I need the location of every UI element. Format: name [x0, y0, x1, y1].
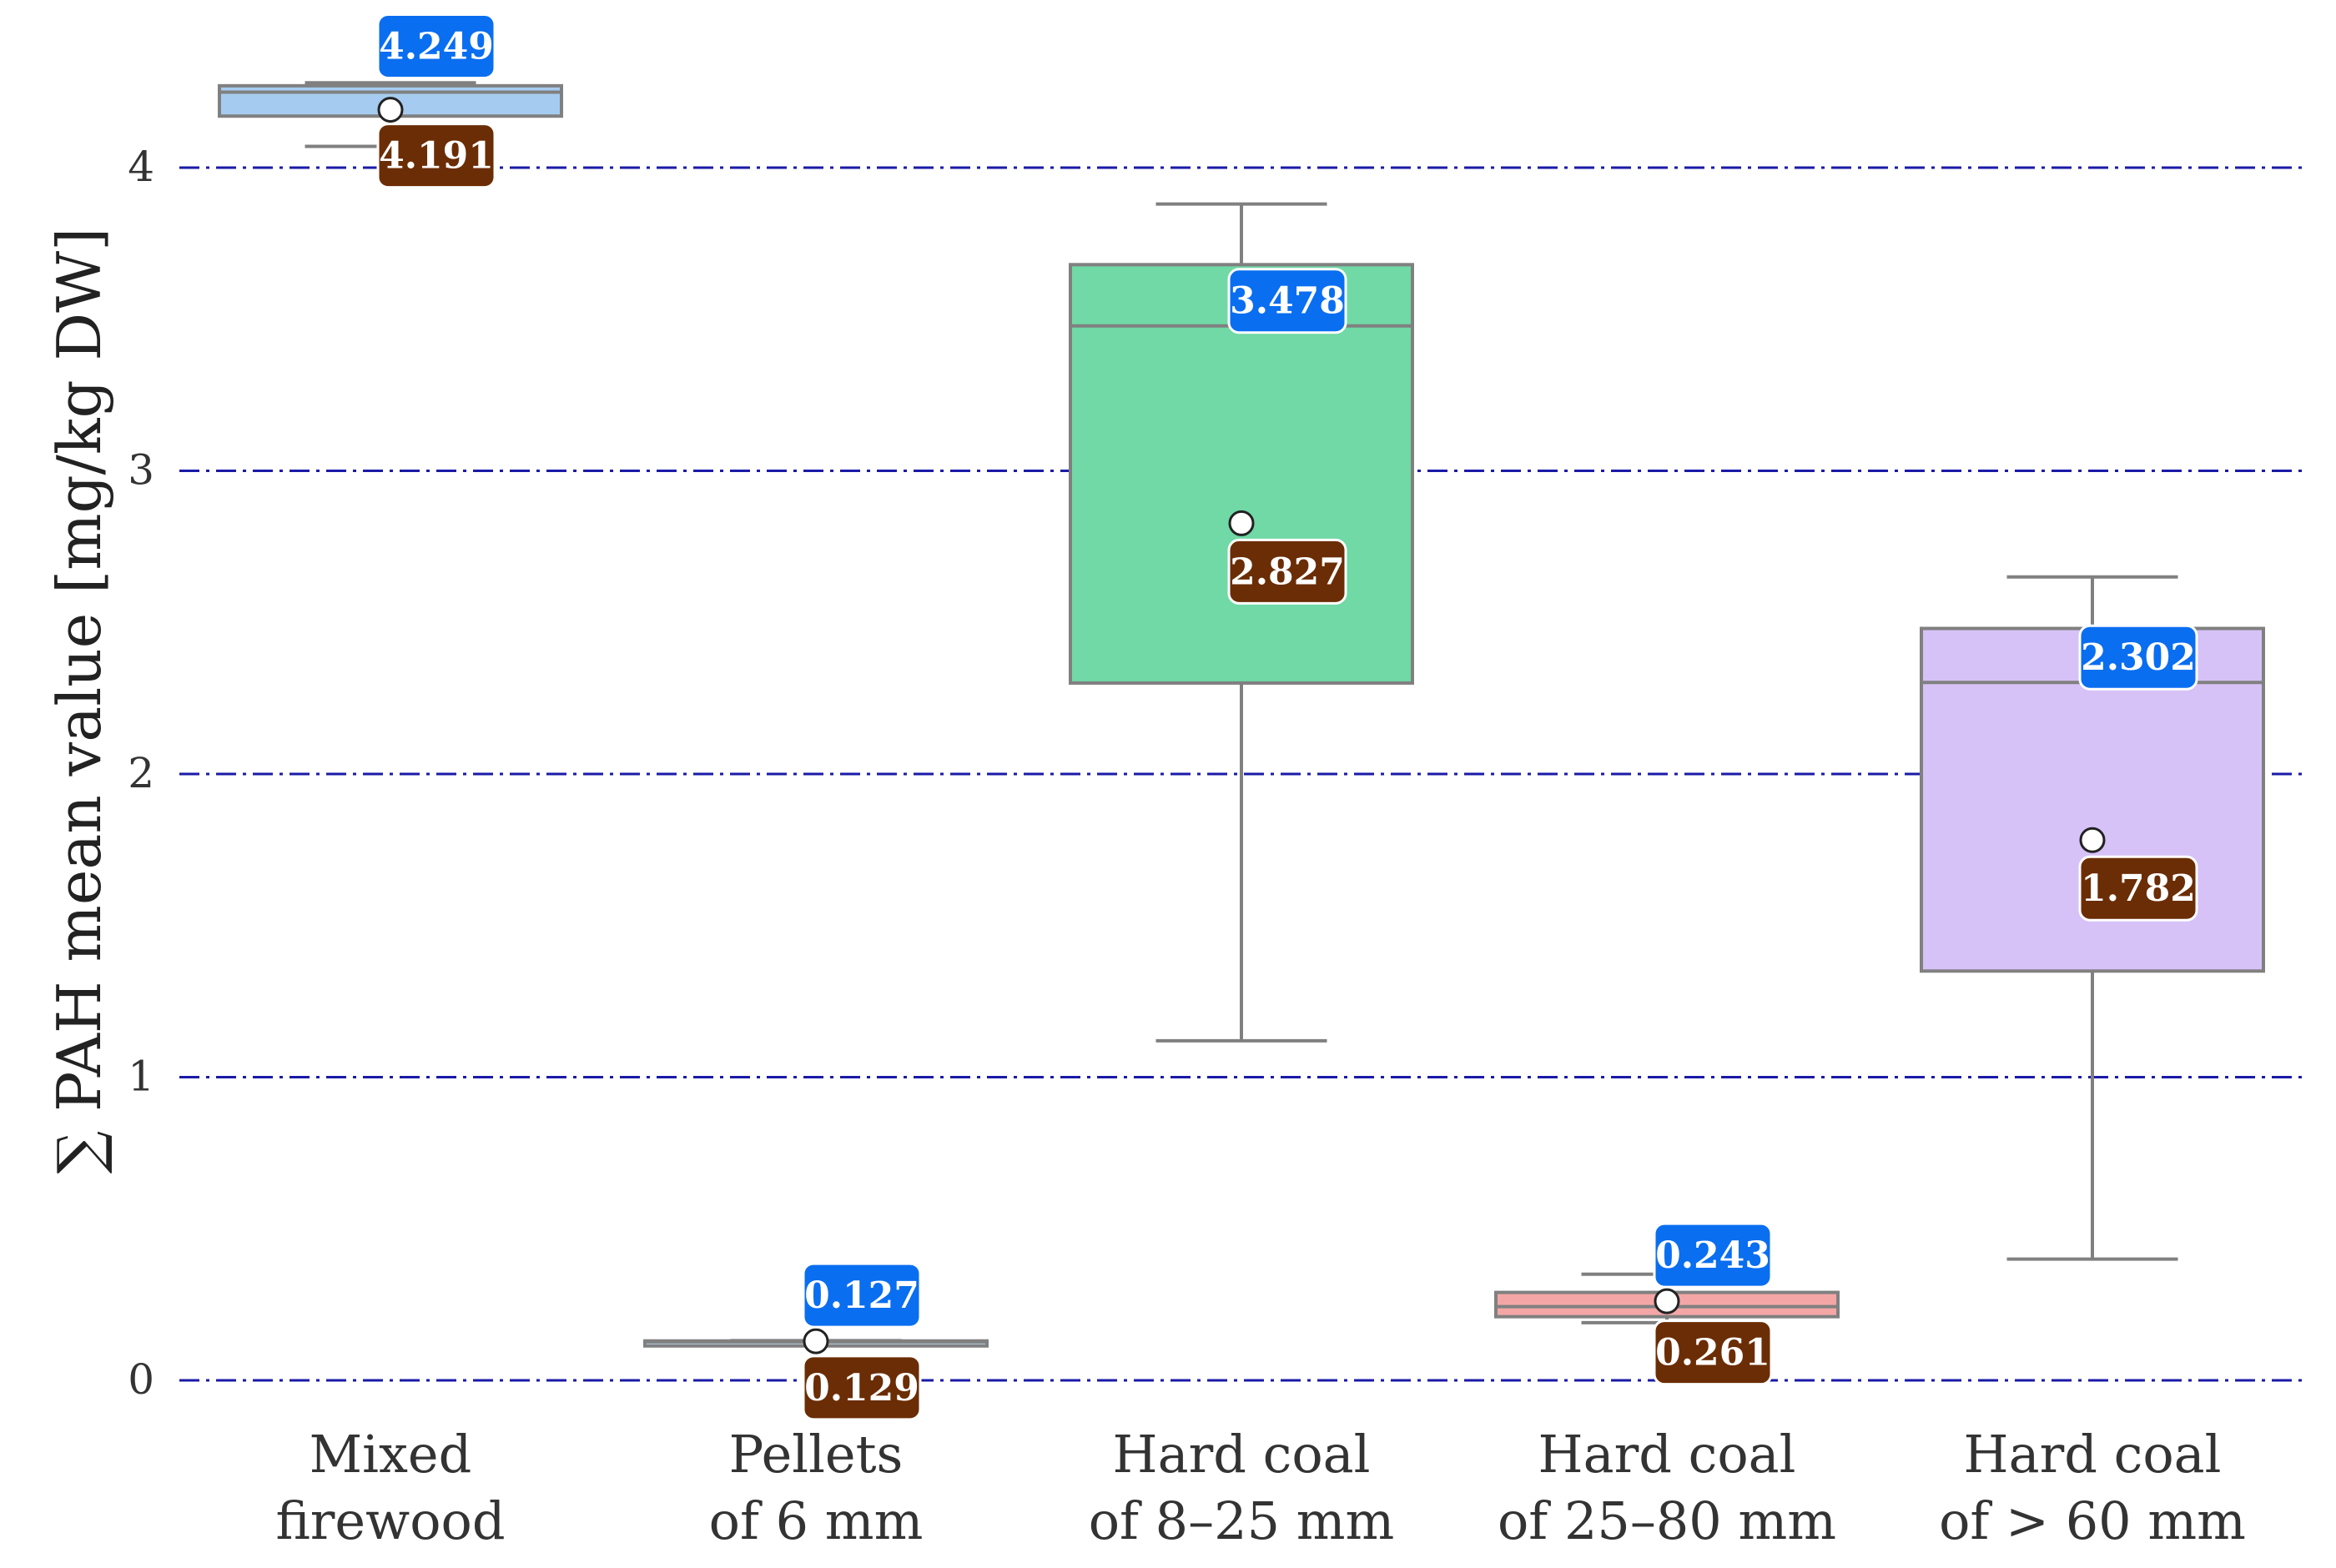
mean-badge-bg	[376, 123, 496, 189]
mean-badge-bg	[1227, 538, 1347, 605]
mean-badge-text: 0.129	[804, 1367, 919, 1410]
median-badge: 2.302	[2078, 624, 2198, 691]
y-tick-label: 1	[128, 1053, 154, 1101]
mean-marker	[1654, 1288, 1680, 1314]
category-label-line1: Hard coal	[1964, 1424, 2222, 1485]
mean-badge-text: 4.191	[379, 135, 494, 178]
box-group: 3.478 2.827	[1069, 202, 1414, 1043]
median-badge-bg	[1653, 1222, 1773, 1289]
mean-badge-text: 2.827	[1230, 550, 1345, 593]
box-group: 0.243 0.261	[1494, 1222, 1840, 1386]
median-badge: 0.127	[802, 1262, 922, 1329]
median-badge-text: 4.249	[379, 25, 494, 68]
median-badge-text: 0.127	[804, 1274, 919, 1317]
mean-badge-text: 1.782	[2081, 867, 2196, 910]
median-badge: 4.249	[376, 13, 496, 79]
y-axis-label: ∑ PAH mean value [mg/kg DW]	[44, 228, 114, 1174]
mean-badge-text: 0.261	[1655, 1332, 1770, 1375]
mean-badge: 0.129	[802, 1354, 922, 1421]
category-label-line2: of > 60 mm	[1939, 1490, 2246, 1551]
box-group: 0.127 0.129	[643, 1262, 989, 1421]
category-label-line2: of 8–25 mm	[1089, 1490, 1395, 1551]
median-badge-text: 2.302	[2081, 636, 2196, 679]
y-tick-label: 3	[128, 446, 154, 495]
y-tick-labels: 0 1 2 3 4	[128, 143, 154, 1404]
median-badge: 3.478	[1227, 268, 1347, 334]
box-group: 2.302 1.782	[1920, 575, 2265, 1261]
median-badge-bg	[1227, 268, 1347, 334]
box-group: 4.249 4.191	[218, 13, 563, 189]
mean-badge-bg	[2078, 855, 2198, 922]
category-label-line1: Hard coal	[1113, 1424, 1371, 1485]
mean-marker	[1228, 510, 1255, 536]
box	[1069, 263, 1414, 685]
category-label-line2: of 25–80 mm	[1498, 1490, 1836, 1551]
category-label-line2: of 6 mm	[709, 1490, 924, 1551]
boxes: 4.249 4.191 0.127 0.129 3.478 2.827 0.243 0.261…	[218, 13, 2265, 1421]
mean-marker	[377, 97, 404, 123]
median-badge-bg	[802, 1262, 922, 1329]
category-label-line1: Pellets	[729, 1424, 904, 1485]
mean-badge-bg	[802, 1354, 922, 1421]
category-label-line2: firewood	[275, 1490, 505, 1551]
y-tick-label: 0	[128, 1355, 154, 1404]
y-tick-label: 4	[128, 143, 154, 191]
mean-marker	[803, 1328, 829, 1354]
y-tick-label: 2	[128, 749, 154, 797]
category-label-line1: Mixed	[310, 1424, 472, 1485]
category-label-line1: Hard coal	[1538, 1424, 1796, 1485]
mean-badge-bg	[1653, 1319, 1773, 1386]
mean-badge: 2.827	[1227, 538, 1347, 605]
mean-badge: 0.261	[1653, 1319, 1773, 1386]
mean-badge: 4.191	[376, 123, 496, 189]
median-badge: 0.243	[1653, 1222, 1773, 1289]
median-badge-bg	[376, 13, 496, 79]
median-badge-text: 3.478	[1230, 280, 1345, 323]
mean-badge: 1.782	[2078, 855, 2198, 922]
mean-marker	[2079, 827, 2106, 853]
median-badge-text: 0.243	[1655, 1234, 1770, 1277]
median-badge-bg	[2078, 624, 2198, 691]
